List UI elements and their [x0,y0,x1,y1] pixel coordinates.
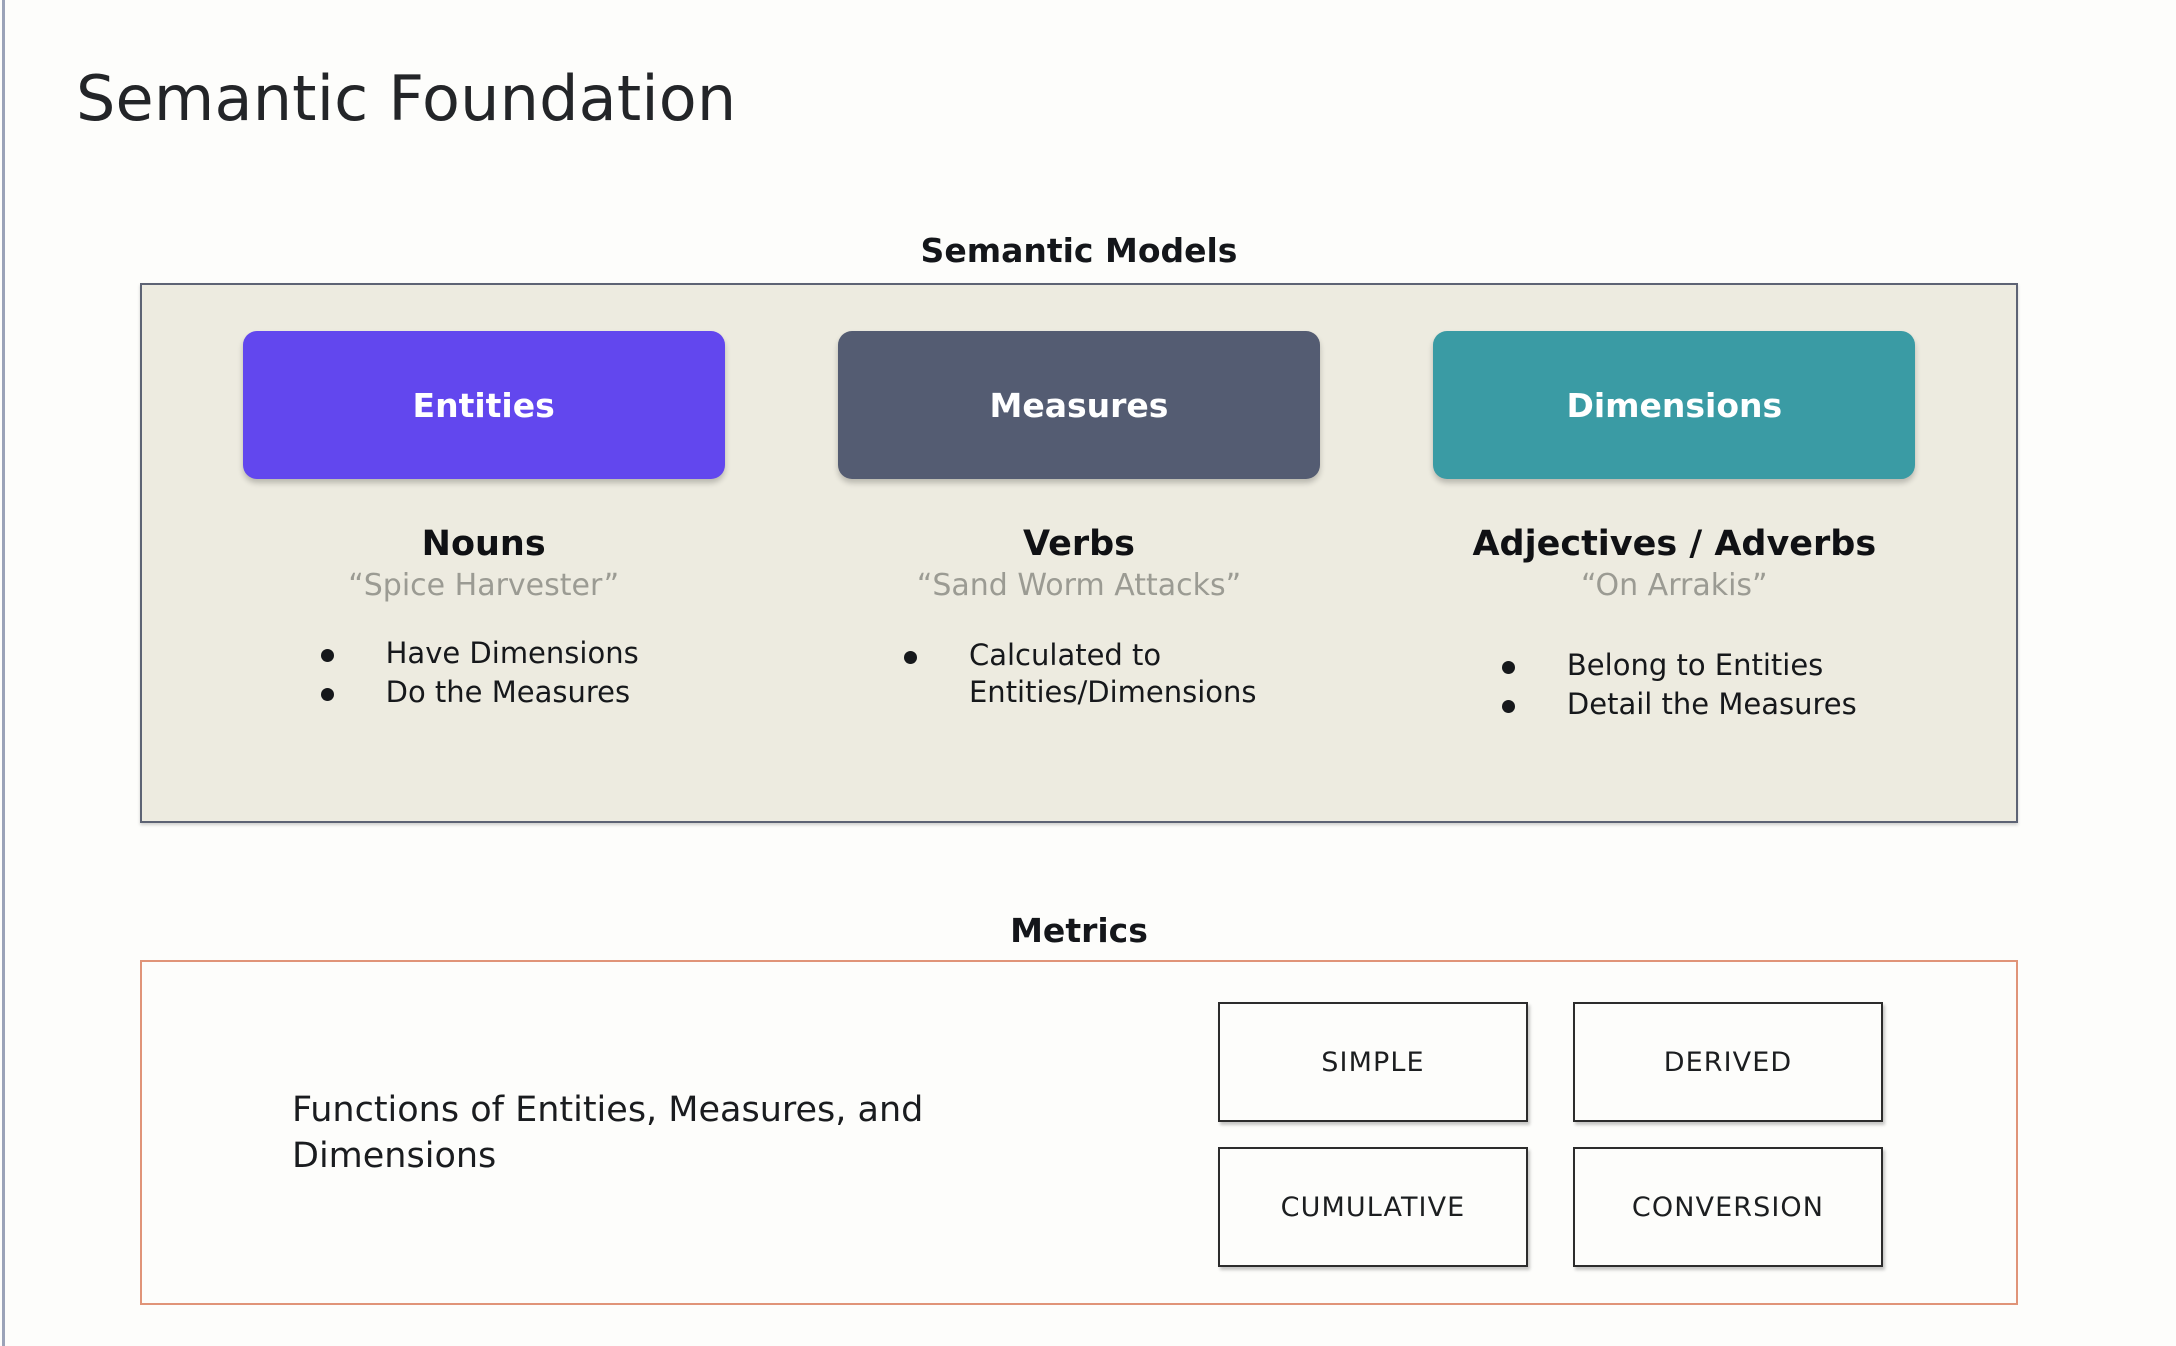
entities-example: “Spice Harvester” [348,568,620,604]
dimensions-bullet-text: Detail the Measures [1566,687,1857,722]
entities-bullet-list: Have Dimensions Do the Measures [320,635,639,713]
bullet-dot-icon [903,651,917,665]
semantic-column-entities: Entities Nouns “Spice Harvester” Have Di… [186,331,781,821]
metric-type-grid: SIMPLE DERIVED CUMULATIVE CONVERSION [1218,1002,1883,1267]
list-item: Calculated to Entities/Dimensions [903,637,1257,711]
semantic-column-dimensions: Dimensions Adjectives / Adverbs “On Arra… [1377,331,1972,821]
metric-type-derived[interactable]: DERIVED [1573,1002,1883,1122]
metric-type-conversion[interactable]: CONVERSION [1573,1147,1883,1267]
metrics-heading: Metrics [1010,911,1148,950]
entities-bullet-text: Have Dimensions [385,636,639,671]
dimensions-term: Adjectives / Adverbs [1472,524,1877,564]
left-edge-rule [2,0,5,1346]
dimensions-example: “On Arrakis” [1581,568,1768,604]
semantic-column-measures: Measures Verbs “Sand Worm Attacks” Calcu… [781,331,1376,821]
bullet-dot-icon [320,688,334,702]
metrics-panel: Functions of Entities, Measures, and Dim… [140,960,2018,1305]
measures-pill[interactable]: Measures [837,331,1320,479]
entities-pill[interactable]: Entities [242,331,725,479]
dimensions-bullet-list: Belong to Entities Detail the Measures [1501,647,1857,725]
page-title: Semantic Foundation [76,62,737,135]
list-item: Have Dimensions [320,635,639,672]
list-item: Detail the Measures [1501,686,1857,723]
measures-bullet-list: Calculated to Entities/Dimensions [903,637,1257,713]
entities-bullet-text: Do the Measures [385,675,631,710]
metrics-description: Functions of Entities, Measures, and Dim… [292,1090,924,1177]
metric-type-simple[interactable]: SIMPLE [1218,1002,1528,1122]
measures-bullet-text: Calculated to Entities/Dimensions [968,638,1257,710]
entities-term: Nouns [421,524,546,564]
semantic-models-columns: Entities Nouns “Spice Harvester” Have Di… [142,285,2016,821]
bullet-dot-icon [1501,700,1515,714]
semantic-models-heading: Semantic Models [920,231,1238,270]
list-item: Belong to Entities [1501,647,1857,684]
list-item: Do the Measures [320,674,639,711]
metric-type-cumulative[interactable]: CUMULATIVE [1218,1147,1528,1267]
bullet-dot-icon [1501,661,1515,675]
measures-term: Verbs [1022,524,1136,564]
semantic-models-panel: Entities Nouns “Spice Harvester” Have Di… [140,283,2018,823]
bullet-dot-icon [320,649,334,663]
dimensions-pill[interactable]: Dimensions [1433,331,1916,479]
dimensions-bullet-text: Belong to Entities [1566,648,1824,683]
measures-example: “Sand Worm Attacks” [916,568,1242,604]
